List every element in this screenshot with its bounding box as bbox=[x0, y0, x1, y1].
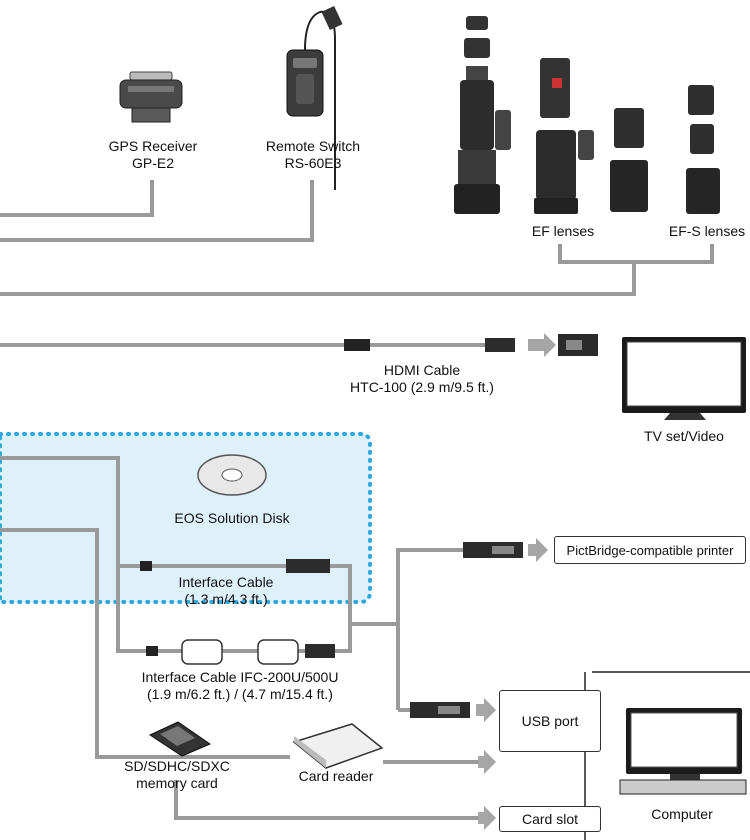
tv-label: TV set/Video bbox=[644, 428, 724, 445]
memory-card-label: SD/SDHC/SDXC memory card bbox=[124, 758, 230, 792]
hdmi-cable-label: HDMI Cable HTC-100 (2.9 m/9.5 ft.) bbox=[350, 362, 494, 396]
remote-name: Remote Switch bbox=[266, 138, 360, 155]
interface-cable-long-length: (1.9 m/6.2 ft.) / (4.7 m/15.4 ft.) bbox=[142, 686, 339, 703]
card-reader-arrow bbox=[478, 750, 496, 774]
gps-name: GPS Receiver bbox=[109, 138, 198, 155]
hdmi-arrow bbox=[528, 333, 556, 357]
lens-bracket-line bbox=[560, 244, 712, 262]
remote-switch-label: Remote Switch RS-60E3 bbox=[266, 138, 360, 172]
printer-arrow bbox=[528, 538, 548, 562]
gps-model: GP-E2 bbox=[109, 155, 198, 172]
gps-receiver-label: GPS Receiver GP-E2 bbox=[109, 138, 198, 172]
remote-model: RS-60E3 bbox=[266, 155, 360, 172]
gps-connection-line bbox=[0, 180, 152, 215]
efs-lenses-label: EF-S lenses bbox=[669, 223, 745, 240]
card-slot-arrow bbox=[478, 806, 496, 830]
disk-label: EOS Solution Disk bbox=[174, 510, 289, 527]
printer-branch bbox=[398, 550, 463, 710]
ef-lenses-label: EF lenses bbox=[532, 223, 594, 240]
printer-usb-plug-image bbox=[463, 542, 523, 558]
computer-usb-plug-image bbox=[410, 702, 470, 718]
card-slot-box: Card slot bbox=[499, 806, 601, 832]
memory-card-word: memory card bbox=[124, 775, 230, 792]
memory-card-image bbox=[150, 722, 210, 756]
remote-connection-line bbox=[0, 180, 312, 240]
tv-image bbox=[622, 337, 746, 420]
interface-cable-name: Interface Cable bbox=[179, 574, 274, 591]
card-reader-image bbox=[294, 724, 382, 768]
interface-cable-label: Interface Cable (1.3 m/4.3 ft.) bbox=[179, 574, 274, 608]
long-cable-join bbox=[118, 600, 146, 651]
hdmi-name: HDMI Cable bbox=[350, 362, 494, 379]
memory-card-type: SD/SDHC/SDXC bbox=[124, 758, 230, 775]
gps-receiver-image bbox=[120, 72, 182, 122]
interface-cable-long-name: Interface Cable IFC-200U/500U bbox=[142, 669, 339, 686]
eos-solution-disk-image bbox=[198, 455, 266, 495]
usb-port-box: USB port bbox=[499, 690, 601, 752]
ef-lenses-image bbox=[454, 16, 648, 214]
usb-arrow bbox=[476, 698, 496, 722]
computer-label: Computer bbox=[651, 806, 712, 823]
interface-cable-long-label: Interface Cable IFC-200U/500U (1.9 m/6.2… bbox=[142, 669, 339, 703]
hdmi-model: HTC-100 (2.9 m/9.5 ft.) bbox=[350, 379, 494, 396]
card-reader-label: Card reader bbox=[299, 768, 374, 785]
printer-box: PictBridge-compatible printer bbox=[554, 536, 746, 564]
interface-cable-length: (1.3 m/4.3 ft.) bbox=[179, 591, 274, 608]
efs-lenses-image bbox=[686, 85, 720, 214]
lens-connection-line bbox=[0, 262, 634, 294]
